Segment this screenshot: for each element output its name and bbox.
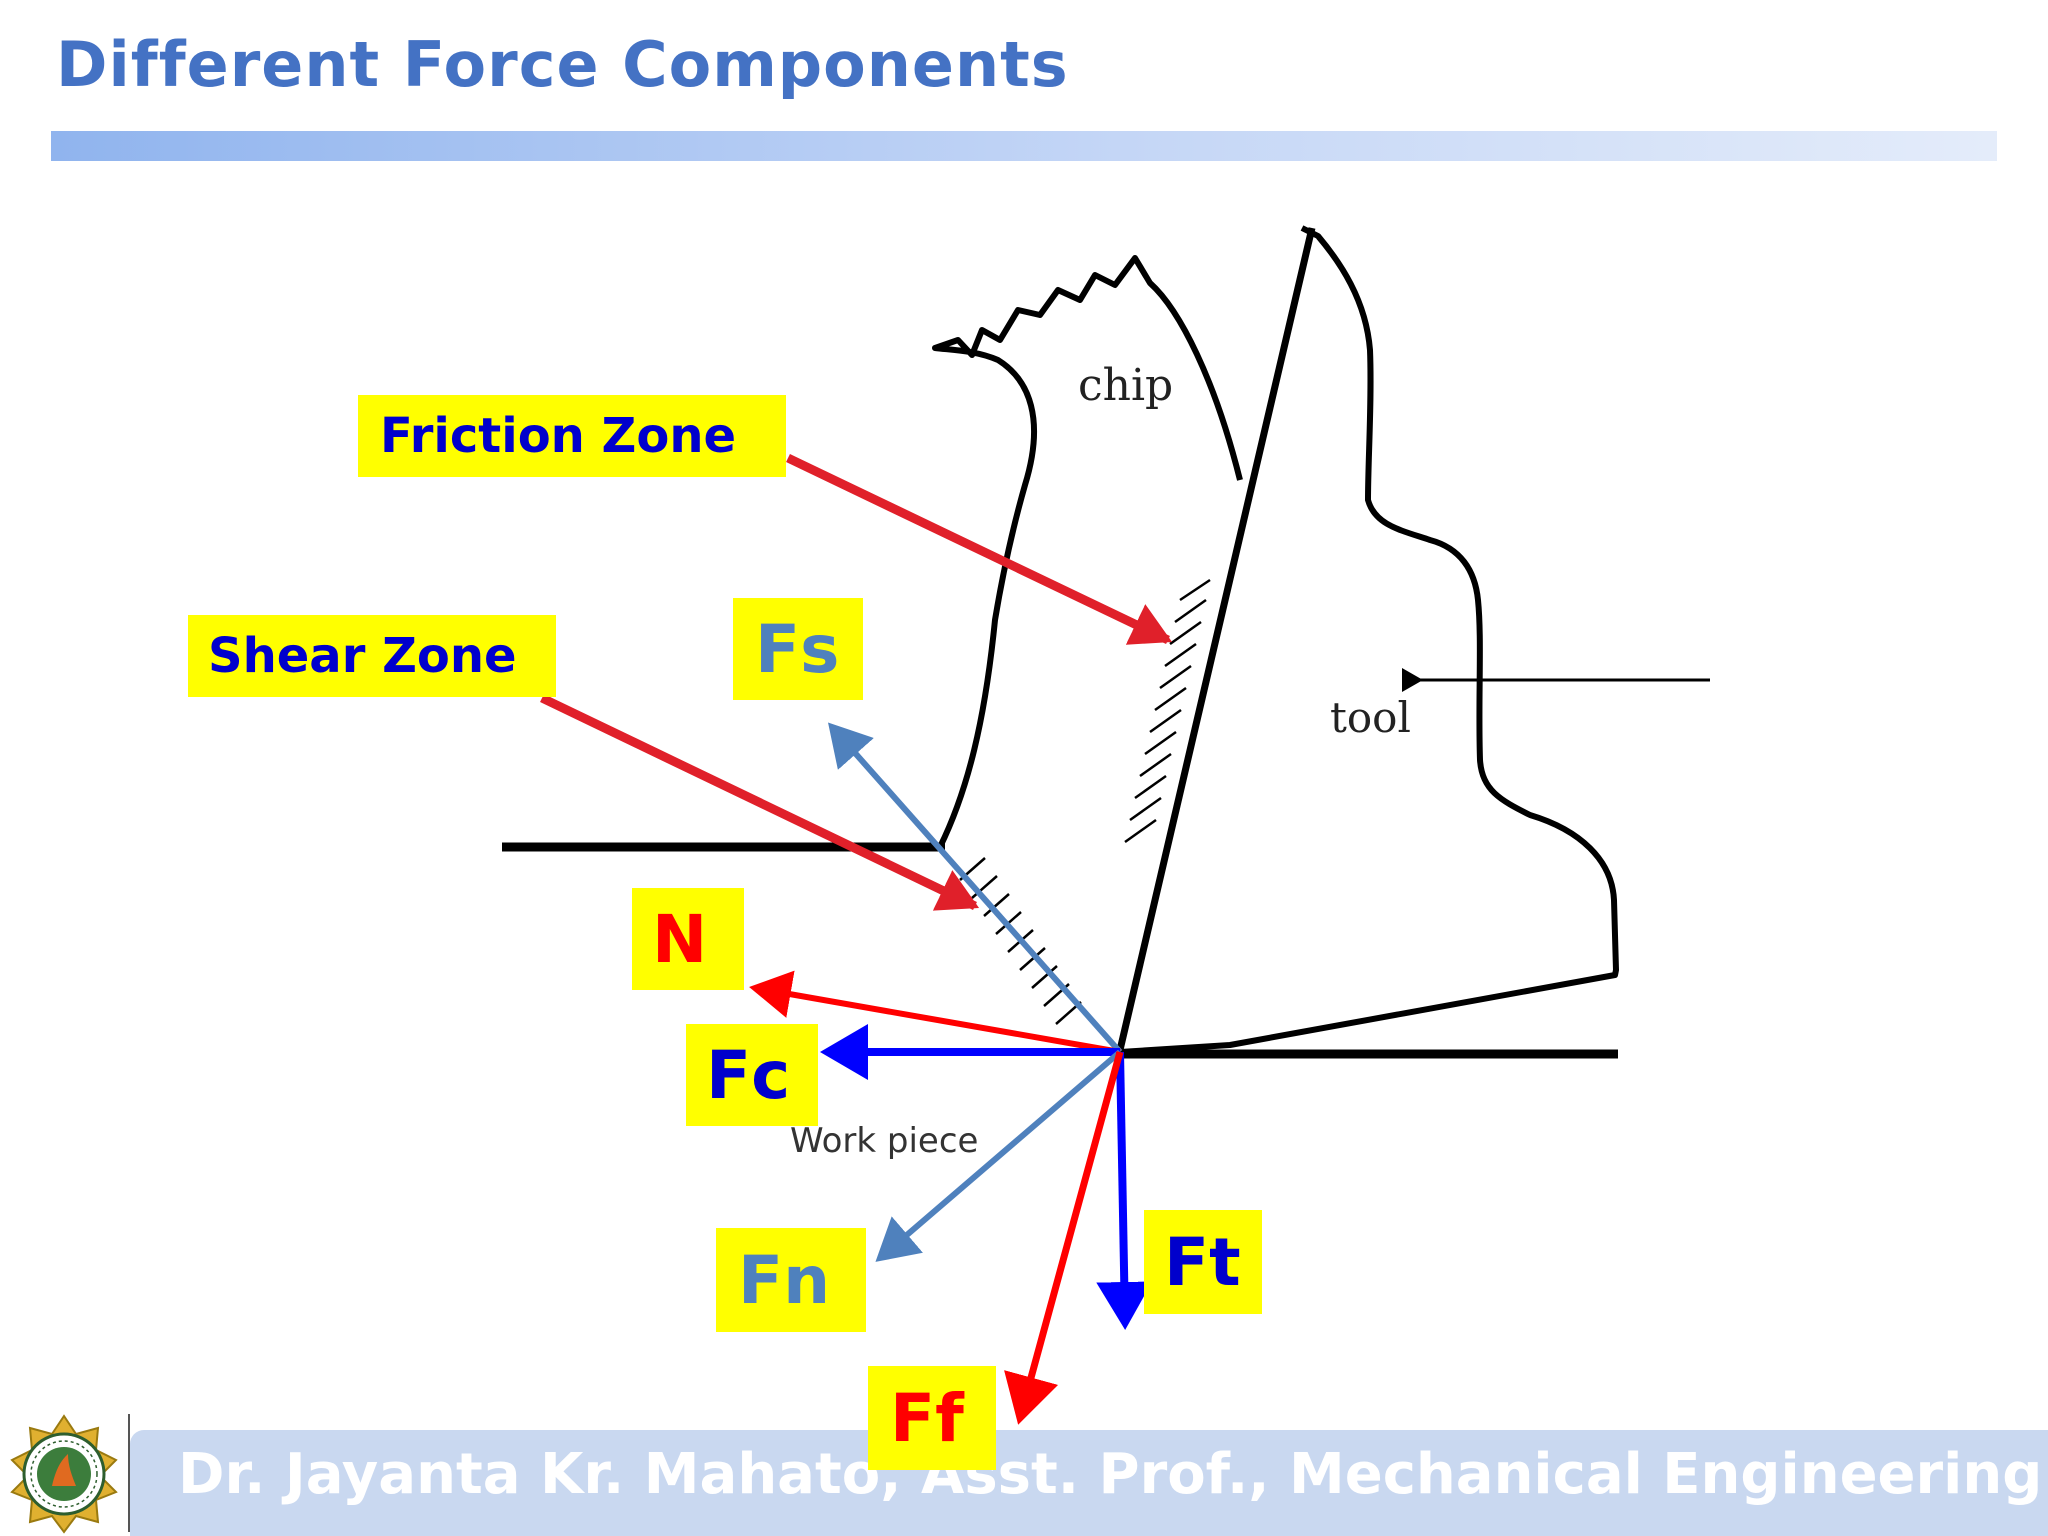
friction-zone-arrow: [786, 453, 1173, 645]
fs-label: Fs: [733, 598, 863, 700]
university-logo-icon: [10, 1414, 118, 1534]
slide-title: Different Force Components: [56, 28, 1069, 101]
tool-body-outline: [1119, 225, 1619, 1055]
friction-zone-hatching: [1124, 578, 1211, 844]
ff-label: Ff: [868, 1366, 996, 1470]
fn-label: Fn: [716, 1228, 866, 1332]
ft-force-arrow: [1096, 1051, 1153, 1330]
shear-zone-label: Shear Zone: [188, 615, 556, 697]
tool-rake-face: [1116, 227, 1316, 1051]
footer-bar: [130, 1430, 2048, 1536]
title-underline-bar: [51, 131, 1997, 161]
ff-force-arrow: [1004, 1051, 1124, 1425]
chip-label: chip: [1078, 360, 1173, 411]
tool-label: tool: [1330, 693, 1411, 742]
ft-label: Ft: [1144, 1210, 1262, 1314]
fn-force-arrow: [875, 1049, 1122, 1262]
chip-outline: [932, 255, 1243, 849]
footer-divider: [128, 1414, 130, 1532]
friction-zone-label: Friction Zone: [358, 395, 786, 477]
fs-force-arrow: [828, 722, 1123, 1054]
n-label: N: [632, 888, 744, 990]
footer-author-text: Dr. Jayanta Kr. Mahato, Asst. Prof., Mec…: [178, 1442, 2043, 1507]
shear-zone-arrow: [540, 693, 980, 911]
fc-label: Fc: [686, 1024, 818, 1126]
n-force-arrow: [749, 970, 1121, 1055]
workpiece-label: Work piece: [790, 1121, 978, 1161]
